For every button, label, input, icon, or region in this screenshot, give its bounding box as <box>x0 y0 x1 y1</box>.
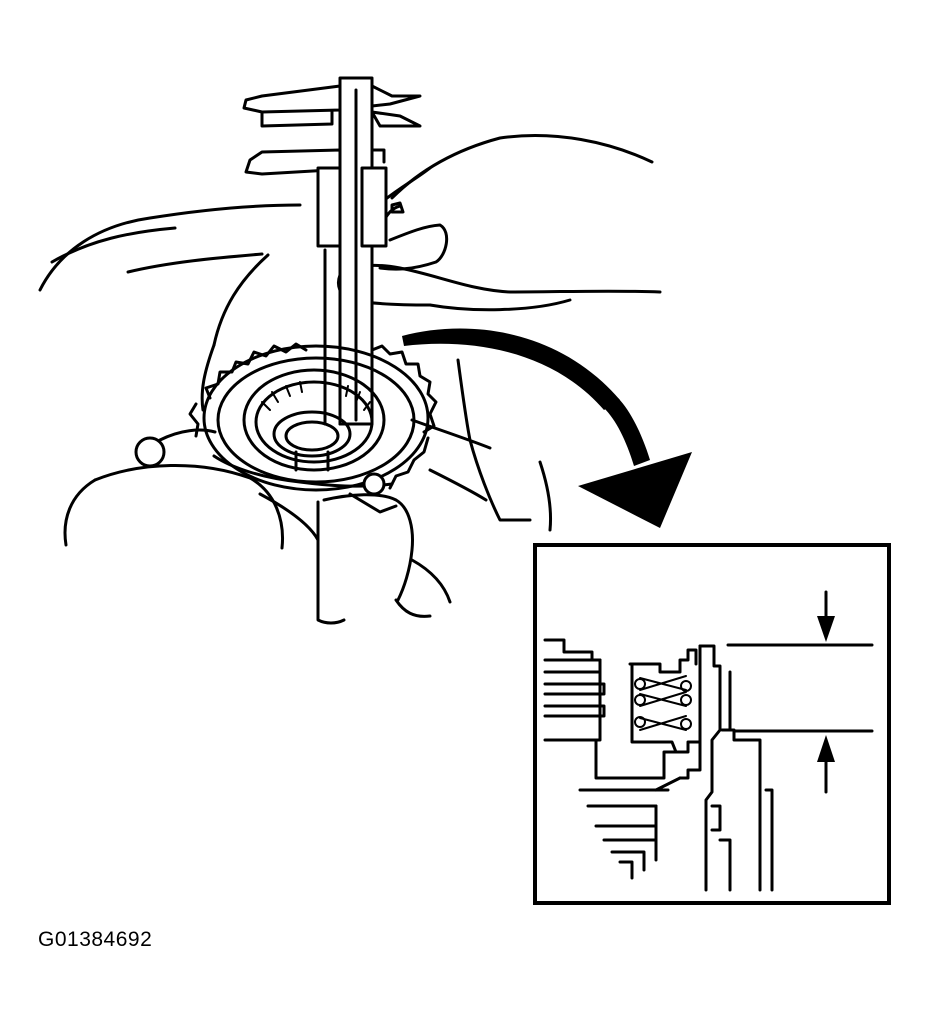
vernier-caliper <box>242 76 422 426</box>
clutch-plates <box>543 638 678 780</box>
pointer-arrow <box>402 328 692 528</box>
left-arm <box>38 203 302 412</box>
return-spring <box>628 648 702 754</box>
gear-assembly <box>188 342 438 492</box>
figure-code-label: G01384692 <box>38 928 153 951</box>
clutch-drum <box>678 644 774 892</box>
lower-plates <box>578 776 682 880</box>
detail-inset <box>533 543 891 905</box>
dimension-marks <box>726 590 874 794</box>
support-hand <box>63 358 552 625</box>
main-scene <box>38 76 692 625</box>
